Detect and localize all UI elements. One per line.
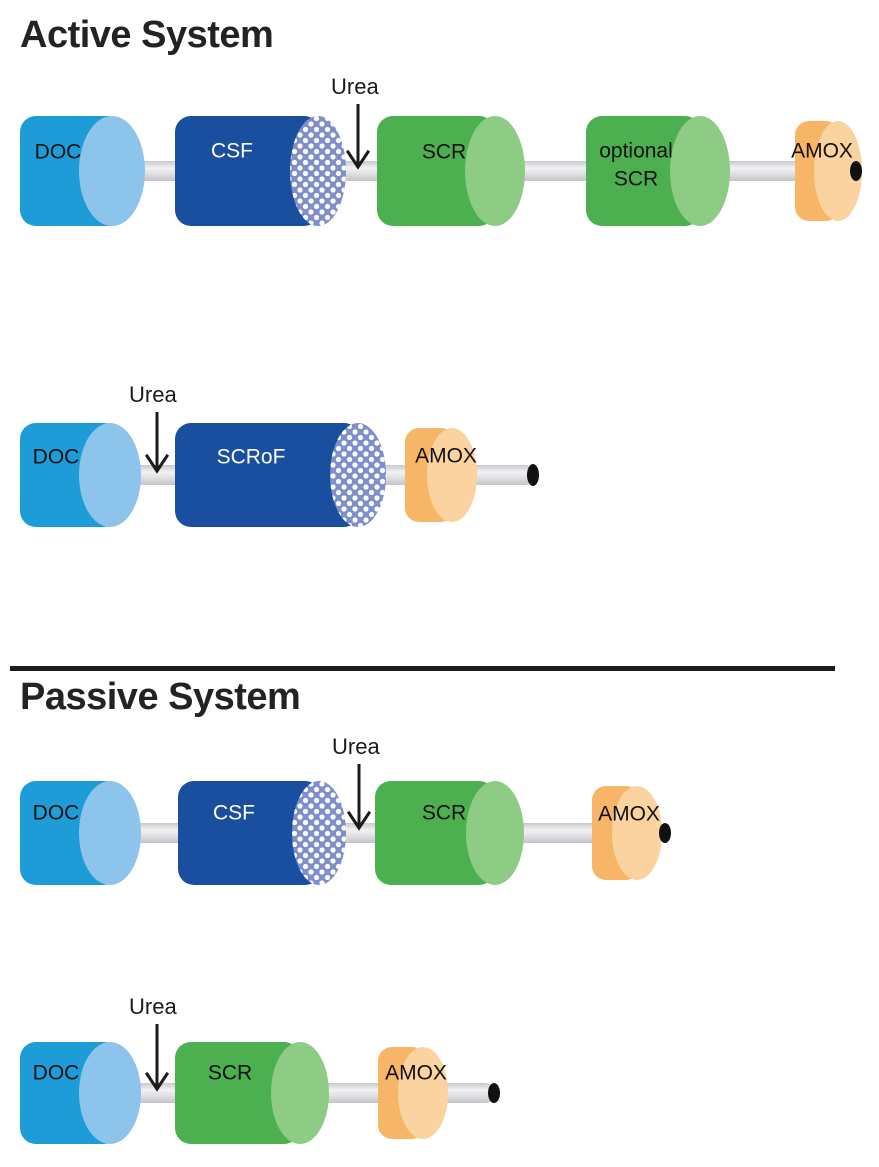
amox-end-cap xyxy=(398,1047,448,1139)
scr-body xyxy=(375,781,495,885)
scrof-body xyxy=(175,423,360,527)
optional-scr-label-line1: optional xyxy=(599,140,673,163)
amox-label: AMOX xyxy=(791,140,853,163)
component-amox[interactable]: AMOX xyxy=(378,1047,500,1139)
urea-label-active-row-1: Urea xyxy=(331,74,379,99)
scr-label: SCR xyxy=(422,802,466,825)
optional-scr-body xyxy=(586,116,701,226)
component-doc[interactable]: DOC xyxy=(20,781,141,885)
page-title-passive-system: Passive System xyxy=(20,676,301,718)
scr-label: SCR xyxy=(208,1062,252,1085)
urea-injection-arrow-icon xyxy=(345,104,371,170)
pipe-segment xyxy=(435,1083,495,1103)
doc-end-cap xyxy=(79,1042,141,1144)
row-active-2: DOC SCRoF AMOX xyxy=(20,412,539,531)
csf-body xyxy=(178,781,321,885)
doc-label: DOC xyxy=(35,141,82,164)
urea-injection-arrow-icon xyxy=(346,764,372,831)
scr-end-cap xyxy=(271,1042,329,1144)
component-csf[interactable]: CSF xyxy=(175,114,348,228)
tailpipe-outlet-icon xyxy=(527,464,539,486)
page-title-active-system: Active System xyxy=(20,14,274,56)
csf-filter-dots-icon xyxy=(290,116,346,226)
scr-end-cap xyxy=(465,116,525,226)
amox-end-cap xyxy=(814,121,862,221)
amox-label: AMOX xyxy=(598,803,660,826)
component-amox[interactable]: AMOX xyxy=(592,786,671,880)
component-amox[interactable]: AMOX xyxy=(791,121,862,221)
row-passive-2: DOC SCR AMOX xyxy=(20,1024,500,1144)
section-divider xyxy=(10,666,835,671)
component-scr[interactable]: SCR xyxy=(375,781,524,885)
component-optional-scr[interactable]: optional SCR xyxy=(586,116,730,226)
amox-label: AMOX xyxy=(385,1062,447,1085)
scr-body xyxy=(377,116,495,226)
scrof-label: SCRoF xyxy=(217,446,286,469)
csf-filter-dots-icon xyxy=(292,781,346,885)
tailpipe-outlet-icon xyxy=(659,823,671,843)
tailpipe-outlet-icon xyxy=(850,161,862,181)
amox-end-cap xyxy=(427,428,477,522)
doc-end-cap xyxy=(79,781,141,885)
row-active-1: DOC CSF SCR optional xyxy=(20,104,862,228)
component-scr[interactable]: SCR xyxy=(175,1042,329,1144)
csf-label: CSF xyxy=(211,140,253,163)
component-doc[interactable]: DOC xyxy=(20,116,145,226)
urea-injection-arrow-icon xyxy=(144,1024,170,1092)
component-doc[interactable]: DOC xyxy=(20,423,141,527)
doc-label: DOC xyxy=(33,446,80,469)
component-csf[interactable]: CSF xyxy=(178,779,350,889)
doc-end-cap xyxy=(79,423,141,527)
csf-label: CSF xyxy=(213,802,255,825)
doc-end-cap xyxy=(79,116,145,226)
urea-label-passive-row-1: Urea xyxy=(332,734,380,759)
scr-end-cap xyxy=(466,781,524,885)
urea-label-active-row-2: Urea xyxy=(129,382,177,407)
csf-body xyxy=(175,116,320,226)
component-scr[interactable]: SCR xyxy=(377,116,525,226)
scr-body xyxy=(175,1042,300,1144)
component-scrof[interactable]: SCRoF xyxy=(175,421,388,531)
component-doc[interactable]: DOC xyxy=(20,1042,141,1144)
tailpipe-outlet-icon xyxy=(488,1083,500,1103)
optional-scr-label-line2: SCR xyxy=(614,168,658,191)
amox-end-cap xyxy=(612,786,662,880)
doc-label: DOC xyxy=(33,1062,80,1085)
row-passive-1: DOC CSF SCR AMOX xyxy=(20,764,671,889)
scr-label: SCR xyxy=(422,141,466,164)
urea-injection-arrow-icon xyxy=(144,412,170,474)
component-amox[interactable]: AMOX xyxy=(405,428,539,522)
optional-scr-end-cap xyxy=(670,116,730,226)
urea-label-passive-row-2: Urea xyxy=(129,994,177,1019)
scrof-filter-dots-icon xyxy=(330,423,386,527)
amox-label: AMOX xyxy=(415,445,477,468)
doc-label: DOC xyxy=(33,802,80,825)
